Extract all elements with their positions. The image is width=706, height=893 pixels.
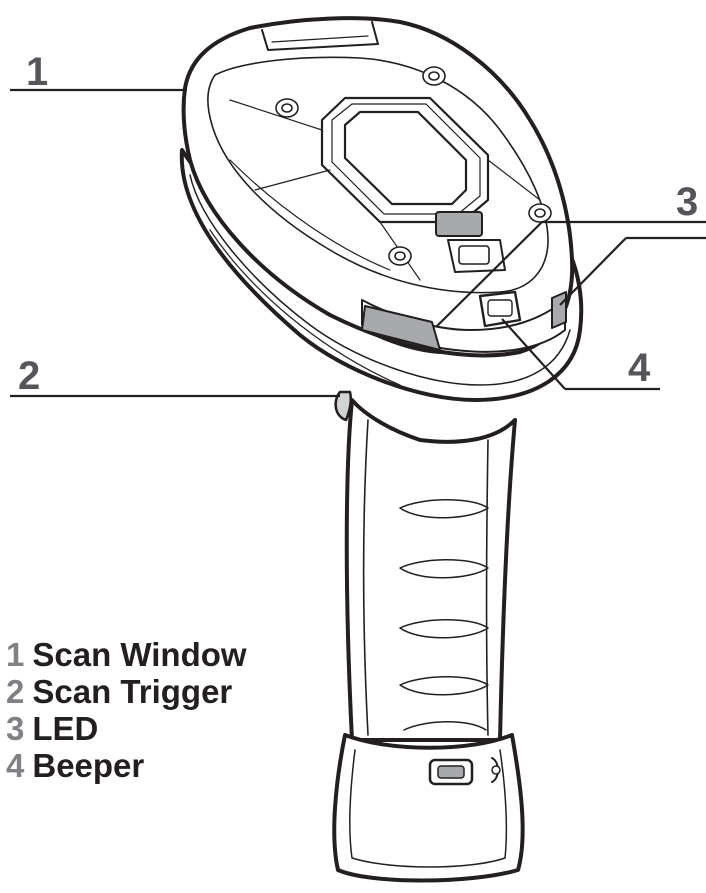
legend-item-label: Scan Window	[32, 636, 247, 673]
led-right	[551, 291, 567, 329]
scan-window	[343, 110, 468, 206]
legend-item-label: Scan Trigger	[32, 673, 233, 710]
legend-item-number: 1	[6, 636, 25, 673]
callout-number-1: 1	[26, 50, 49, 94]
led-top	[435, 211, 483, 237]
legend-item-label: LED	[32, 710, 99, 747]
callout-number-4: 4	[628, 346, 651, 390]
legend-item-label: Beeper	[32, 747, 145, 784]
led-left	[361, 305, 441, 351]
legend-item-number: 2	[6, 673, 25, 710]
callout-leaders	[10, 88, 706, 398]
callout-number-2: 2	[18, 354, 41, 398]
scan-trigger	[334, 390, 353, 422]
legend-item-number: 3	[6, 710, 25, 747]
legend-item-number: 4	[6, 747, 25, 784]
scanner-boot	[332, 733, 525, 883]
scanner-front-face	[361, 211, 567, 353]
callout-number-3: 3	[676, 180, 699, 224]
scanner-handle	[344, 398, 517, 742]
